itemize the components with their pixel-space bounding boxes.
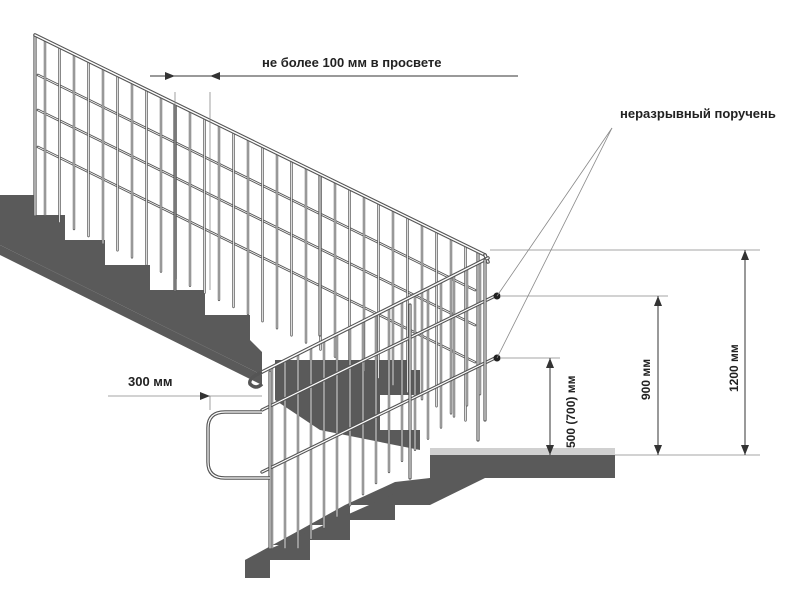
handrail-label: неразрывный поручень xyxy=(620,106,776,121)
extension-dimension xyxy=(108,392,262,410)
wall-handrail-loop xyxy=(206,410,270,480)
handrail-callout xyxy=(496,127,613,359)
height-dimensions xyxy=(490,249,760,456)
upper-stair-flight xyxy=(0,195,262,385)
height-low-label: 500 (700) мм xyxy=(564,375,578,448)
height-mid-label: 900 мм xyxy=(639,359,653,400)
lower-railing xyxy=(248,256,497,550)
landing-slab xyxy=(430,448,615,478)
lower-stair-flight xyxy=(245,478,485,578)
handrail-knobs xyxy=(493,292,501,362)
gap-dimension xyxy=(150,72,518,290)
extension-label: 300 мм xyxy=(128,374,173,389)
height-high-label: 1200 мм xyxy=(727,344,741,392)
gap-label: не более 100 мм в просвете xyxy=(262,55,442,70)
